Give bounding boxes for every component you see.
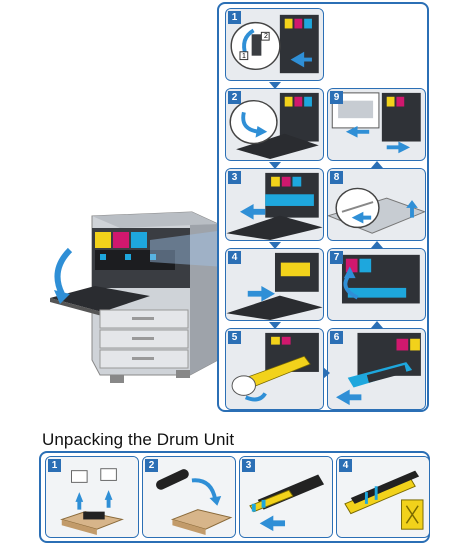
step-number: 1 (228, 11, 241, 24)
arrow-down-icon (269, 322, 281, 329)
arrow-up-icon (371, 321, 383, 328)
step-number: 1 (48, 459, 61, 472)
step-number: 6 (330, 331, 343, 344)
toner-replacement-steps-panel: 1 1 2 2 (217, 2, 429, 412)
step-8-panel: 8 (327, 168, 426, 241)
drum-step-1-panel: 1 (45, 456, 139, 538)
callout-2-label: 2 (264, 33, 268, 40)
step-number: 4 (228, 251, 241, 264)
drum-step-3-panel: 3 (239, 456, 333, 538)
step-number: 3 (228, 171, 241, 184)
callout-1-label: 1 (242, 53, 246, 60)
drum-step-4-panel: 4 (336, 456, 430, 538)
step-6-panel: 6 (327, 328, 426, 410)
step-1-panel: 1 1 2 (225, 8, 324, 81)
step-9-panel: 9 (327, 88, 426, 161)
arrow-up-icon (371, 161, 383, 168)
step-4-panel: 4 (225, 248, 324, 321)
arrow-up-icon (371, 241, 383, 248)
step-number: 5 (228, 331, 241, 344)
step-2-panel: 2 (225, 88, 324, 161)
drum-step-2-panel: 2 (142, 456, 236, 538)
step-number: 9 (330, 91, 343, 104)
step-7-panel: 7 (327, 248, 426, 321)
step-number: 7 (330, 251, 343, 264)
step-number: 3 (242, 459, 255, 472)
arrow-right-icon (323, 367, 330, 379)
arrow-down-icon (269, 82, 281, 89)
step-5-panel: 5 (225, 328, 324, 410)
section-title: Unpacking the Drum Unit (42, 430, 235, 449)
arrow-down-icon (269, 242, 281, 249)
copier-machine-illustration (40, 210, 270, 390)
step-3-panel: 3 (225, 168, 324, 241)
step-number: 8 (330, 171, 343, 184)
step-number: 2 (228, 91, 241, 104)
step-number: 2 (145, 459, 158, 472)
step-number: 4 (339, 459, 352, 472)
drum-unpacking-panel: 1 2 3 (39, 451, 430, 543)
arrow-down-icon (269, 162, 281, 169)
